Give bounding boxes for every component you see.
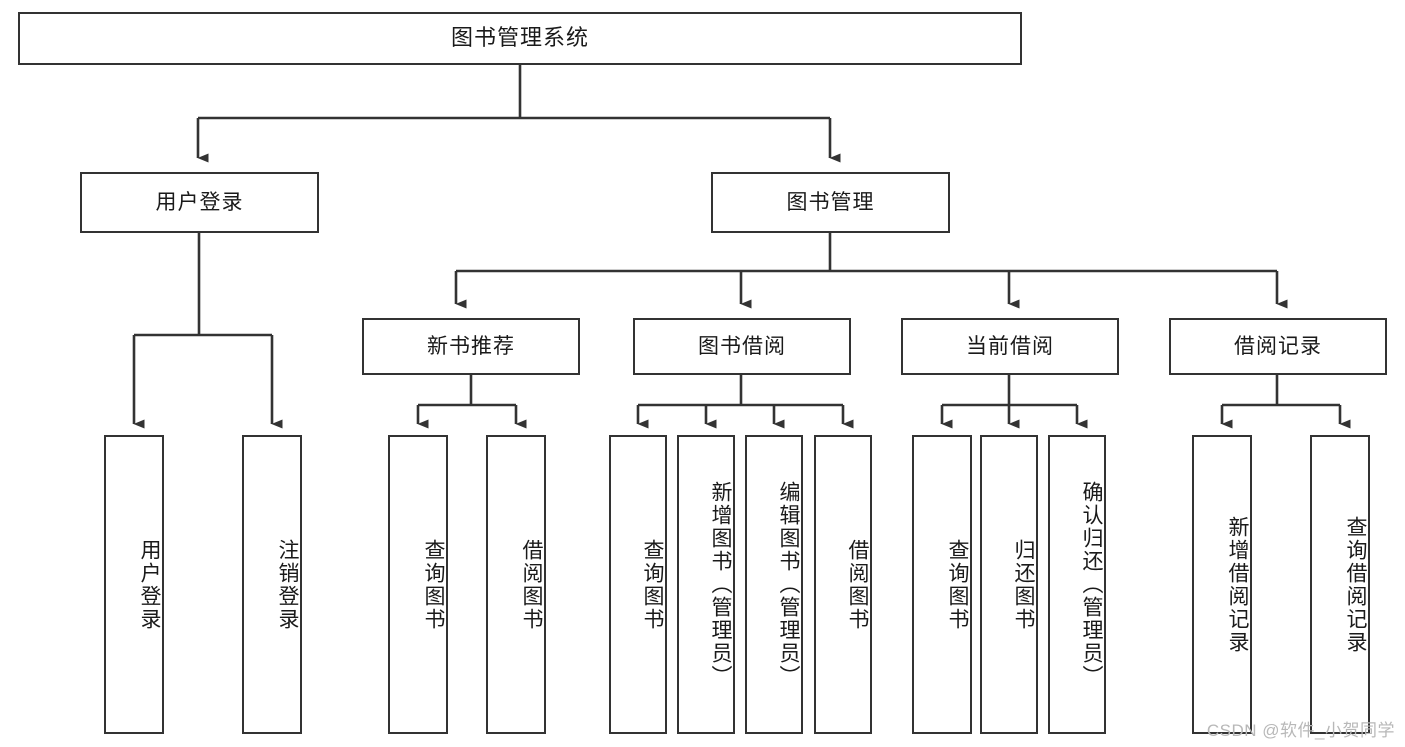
- leaf-label: 查询借阅记录: [1344, 515, 1367, 654]
- node-book-management-label: 图书管理: [786, 190, 875, 214]
- leaf-book-borrow-borrow[interactable]: 借阅图书: [814, 435, 872, 734]
- node-book-borrow-label: 图书借阅: [698, 334, 786, 358]
- leaf-label: 借阅图书: [520, 538, 543, 631]
- node-new-book-recommend[interactable]: 新书推荐: [362, 318, 580, 375]
- watermark-text: CSDN @软件_小贺同学: [1206, 721, 1395, 740]
- leaf-label: 查询图书: [641, 538, 664, 631]
- node-user-login[interactable]: 用户登录: [80, 172, 319, 233]
- leaf-label: 查询图书: [422, 538, 445, 631]
- node-borrow-record-label: 借阅记录: [1234, 334, 1322, 358]
- leaf-current-borrow-return[interactable]: 归还图书: [980, 435, 1038, 734]
- leaf-label: 新增借阅记录: [1226, 515, 1249, 654]
- leaf-book-borrow-query[interactable]: 查询图书: [609, 435, 667, 734]
- node-current-borrow-label: 当前借阅: [966, 334, 1054, 358]
- leaf-label: 编辑图书（管理员）: [777, 481, 800, 688]
- node-current-borrow[interactable]: 当前借阅: [901, 318, 1119, 375]
- leaf-new-book-borrow[interactable]: 借阅图书: [486, 435, 546, 734]
- leaf-borrow-record-add[interactable]: 新增借阅记录: [1192, 435, 1252, 734]
- node-root-system[interactable]: 图书管理系统: [18, 12, 1022, 65]
- leaf-user-login-signout[interactable]: 注销登录: [242, 435, 302, 734]
- leaf-label: 新增图书（管理员）: [709, 481, 732, 688]
- node-root-label: 图书管理系统: [450, 25, 589, 51]
- leaf-label: 确认归还（管理员）: [1080, 481, 1103, 688]
- leaf-current-borrow-query[interactable]: 查询图书: [912, 435, 972, 734]
- node-book-management[interactable]: 图书管理: [711, 172, 950, 233]
- leaf-new-book-query[interactable]: 查询图书: [388, 435, 448, 734]
- leaf-label: 归还图书: [1012, 538, 1035, 631]
- node-book-borrow[interactable]: 图书借阅: [633, 318, 851, 375]
- node-user-login-label: 用户登录: [155, 190, 244, 214]
- leaf-label: 查询图书: [946, 538, 969, 631]
- leaf-user-login-signin[interactable]: 用户登录: [104, 435, 164, 734]
- leaf-borrow-record-query[interactable]: 查询借阅记录: [1310, 435, 1370, 734]
- leaf-label: 借阅图书: [846, 538, 869, 631]
- leaf-book-borrow-edit[interactable]: 编辑图书（管理员）: [745, 435, 803, 734]
- leaf-label: 注销登录: [276, 538, 299, 631]
- node-new-book-recommend-label: 新书推荐: [427, 334, 515, 358]
- node-borrow-record[interactable]: 借阅记录: [1169, 318, 1387, 375]
- leaf-label: 用户登录: [138, 538, 161, 631]
- leaf-current-borrow-confirm[interactable]: 确认归还（管理员）: [1048, 435, 1106, 734]
- leaf-book-borrow-add[interactable]: 新增图书（管理员）: [677, 435, 735, 734]
